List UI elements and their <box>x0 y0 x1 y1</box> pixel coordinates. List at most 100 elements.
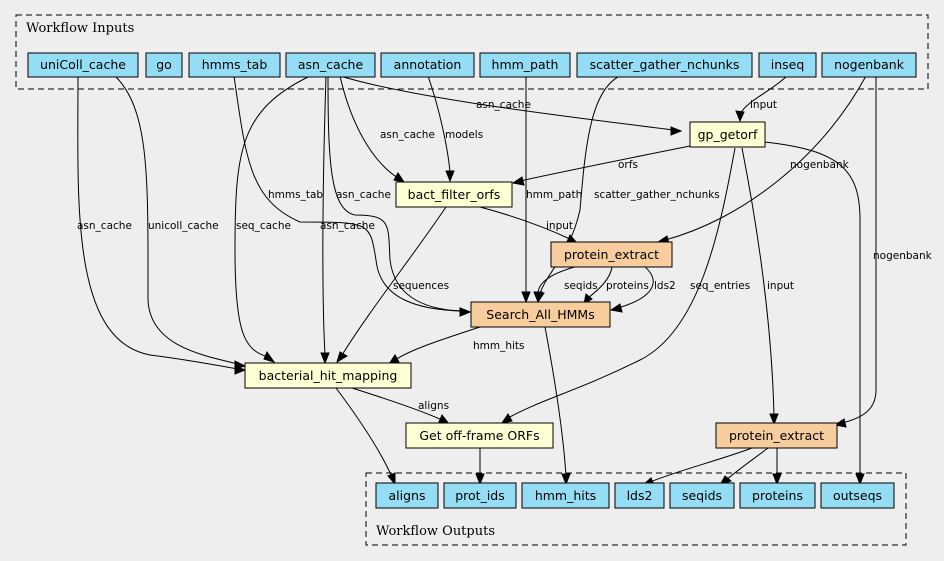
edge-label-sequences: sequences <box>393 280 449 292</box>
edge-label-input-pe2: input <box>767 280 794 292</box>
step-label-protein-extract-1: protein_extract <box>564 247 659 262</box>
edge-gp-getorf-outseqs <box>763 141 865 486</box>
edge-mapping-aligns <box>335 387 396 486</box>
input-node-unicoll-cache[interactable]: uniColl_cache <box>27 52 139 78</box>
edge-unicoll-mapping <box>114 75 247 370</box>
edge-asn-cache-bact-filter-orfs <box>339 75 406 183</box>
edge-gp-getorf-protein-extract-2 <box>741 147 779 426</box>
edge-protein-extract-2-seqids <box>718 447 769 486</box>
edge-nogenbank-protein-extract-2 <box>833 75 877 428</box>
step-node-protein-extract-1[interactable]: protein_extract <box>550 241 673 268</box>
edge-label-lds2: lds2 <box>654 280 676 292</box>
edge-label-proteins: proteins <box>606 280 649 292</box>
edge-pe1-seqids-search-all-hmms <box>533 265 579 304</box>
input-node-hmm-path[interactable]: hmm_path <box>479 52 571 78</box>
edge-label-nogenbank-pe2: nogenbank <box>873 250 933 262</box>
output-node-aligns[interactable]: aligns <box>375 482 439 509</box>
edge-label-aligns: aligns <box>418 400 449 412</box>
edge-label-input-getorf: input <box>750 99 777 111</box>
step-node-gp-getorf[interactable]: gp_getorf <box>689 121 766 148</box>
edge-label-hmm-hits: hmm_hits <box>473 340 525 352</box>
edge-label-scatter-gather: scatter_gather_nchunks <box>594 189 720 201</box>
edge-protein-extract-2-lds2 <box>641 447 753 486</box>
edge-label-orfs: orfs <box>618 159 638 171</box>
input-node-scatter-gather-nchunks[interactable]: scatter_gather_nchunks <box>576 52 753 78</box>
edge-label-seqids: seqids <box>564 280 598 292</box>
step-label-get-offframe-orfs: Get off-frame ORFs <box>419 428 539 443</box>
output-node-hmm-hits[interactable]: hmm_hits <box>521 482 610 509</box>
output-label-lds2: lds2 <box>627 488 653 503</box>
input-label-asn-cache: asn_cache <box>298 57 364 72</box>
step-label-bacterial-hit-mapping: bacterial_hit_mapping <box>259 368 398 383</box>
edge-asn-cache-seq-cache-mapping <box>234 75 311 363</box>
input-node-annotation[interactable]: annotation <box>380 52 475 78</box>
output-node-outseqs[interactable]: outseqs <box>820 482 895 509</box>
input-node-nogenbank[interactable]: nogenbank <box>821 52 917 78</box>
workflow-inputs-title: Workflow Inputs <box>26 21 134 36</box>
edge-label-models: models <box>445 129 483 141</box>
edge-search-hmms-hmm-hits <box>544 326 571 486</box>
edge-annotation-bact-filter-orfs <box>427 75 455 183</box>
edge-protein-extract-2-proteins <box>772 448 782 486</box>
output-node-seqids[interactable]: seqids <box>669 482 735 509</box>
output-label-seqids: seqids <box>682 488 722 503</box>
workflow-inputs-cluster: Workflow Inputs <box>15 14 929 90</box>
input-node-go[interactable]: go <box>145 52 183 78</box>
output-label-proteins: proteins <box>752 488 803 503</box>
edge-label-asn-cache-mapping: asn_cache <box>320 220 375 232</box>
edge-hmm-path-search-all-hmms <box>521 76 531 304</box>
edge-label-seq-cache: seq_cache <box>236 220 291 232</box>
input-node-inseq[interactable]: inseq <box>758 52 817 78</box>
output-label-hmm-hits: hmm_hits <box>535 488 596 503</box>
input-label-hmms-tab: hmms_tab <box>202 57 268 72</box>
input-label-nogenbank: nogenbank <box>834 57 905 72</box>
edges <box>77 75 877 486</box>
edge-label-asn-cache-filter: asn_cache <box>380 129 435 141</box>
step-label-gp-getorf: gp_getorf <box>698 127 758 142</box>
output-node-prot-ids[interactable]: prot_ids <box>443 482 517 509</box>
output-node-proteins[interactable]: proteins <box>739 482 816 509</box>
edge-label-unicoll-cache: unicoll_cache <box>148 220 219 232</box>
edge-label-nogenbank-pe1: nogenbank <box>790 159 850 171</box>
input-node-hmms-tab[interactable]: hmms_tab <box>188 52 281 78</box>
edge-asn-cache-mapping <box>320 75 330 365</box>
edge-label-asn-cache-getorf: asn_cache <box>476 99 531 111</box>
output-label-prot-ids: prot_ids <box>455 488 505 503</box>
workflow-outputs-title: Workflow Outputs <box>376 524 495 539</box>
step-node-get-offframe-orfs[interactable]: Get off-frame ORFs <box>405 422 554 449</box>
edge-label-asn-cache-left: asn_cache <box>77 220 132 232</box>
edge-gp-getorf-bact-filter-orfs <box>511 145 691 186</box>
step-node-protein-extract-2[interactable]: protein_extract <box>715 422 838 449</box>
edge-offframe-prot-ids <box>475 448 485 486</box>
edge-labels: asn_cache input asn_cache models orfs no… <box>77 99 933 412</box>
step-node-bacterial-hit-mapping[interactable]: bacterial_hit_mapping <box>244 362 412 389</box>
edge-label-hmm-path: hmm_path <box>526 189 582 201</box>
edge-label-input-pe1: input <box>546 220 573 232</box>
step-label-bact-filter-orfs: bact_filter_orfs <box>408 187 501 202</box>
edge-asn-cache-gp-getorf <box>339 75 683 136</box>
input-label-unicoll-cache: uniColl_cache <box>40 57 126 72</box>
input-node-asn-cache[interactable]: asn_cache <box>285 52 376 78</box>
input-label-go: go <box>156 57 172 72</box>
edge-label-hmms-tab: hmms_tab <box>268 189 323 201</box>
edge-label-asn-cache-hmms: asn_cache <box>336 189 391 201</box>
output-node-lds2[interactable]: lds2 <box>614 482 665 509</box>
edge-gp-getorf-offframe <box>500 147 736 424</box>
input-label-hmm-path: hmm_path <box>492 57 559 72</box>
edge-inseq-gp-getorf <box>735 75 788 123</box>
step-label-protein-extract-2: protein_extract <box>729 428 824 443</box>
input-label-annotation: annotation <box>394 57 462 72</box>
output-label-outseqs: outseqs <box>833 488 882 503</box>
edge-asn-cache-search-all-hmms <box>327 75 472 317</box>
input-label-scatter-gather-nchunks: scatter_gather_nchunks <box>590 57 740 72</box>
output-label-aligns: aligns <box>389 488 426 503</box>
input-label-inseq: inseq <box>771 57 805 72</box>
step-node-search-all-hmms[interactable]: Search_All_HMMs <box>470 301 611 328</box>
edge-bact-filter-orfs-mapping <box>336 206 447 364</box>
workflow-outputs-cluster: Workflow Outputs <box>365 472 907 546</box>
edge-label-seq-entries: seq_entries <box>690 280 750 292</box>
step-node-bact-filter-orfs[interactable]: bact_filter_orfs <box>395 181 513 208</box>
edge-mapping-offframe <box>351 387 451 425</box>
edge-search-hmms-mapping <box>387 326 481 365</box>
